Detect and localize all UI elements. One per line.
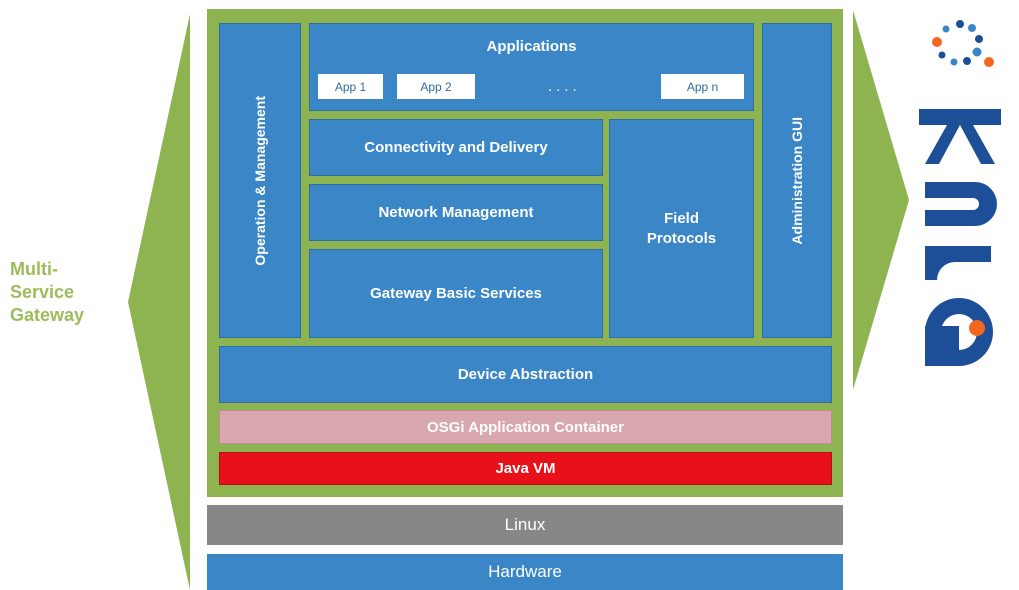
field-protocols-block: Field Protocols <box>609 119 754 338</box>
field-protocols-line-1: Field <box>663 209 699 227</box>
osgi-container-block: OSGi Application Container <box>219 410 832 444</box>
apps-ellipsis: .... <box>548 78 581 95</box>
network-management-block: Network Management <box>309 184 603 241</box>
app-1-box: App 1 <box>318 74 383 99</box>
field-protocols-line-2: Protocols <box>646 229 717 247</box>
right-chevron-arrow <box>853 10 909 390</box>
connectivity-delivery-block: Connectivity and Delivery <box>309 119 603 176</box>
gateway-basic-services-block: Gateway Basic Services <box>309 249 603 338</box>
side-label-line-1: Multi- <box>10 259 58 279</box>
kura-letter-u <box>925 182 997 226</box>
left-chevron-arrow <box>128 14 190 590</box>
java-vm-block: Java VM <box>219 452 832 485</box>
device-abstraction-block: Device Abstraction <box>219 346 832 403</box>
app-2-box: App 2 <box>397 74 475 99</box>
kura-letter-r <box>925 246 991 280</box>
kura-logo <box>919 20 1001 366</box>
linux-block: Linux <box>207 505 843 545</box>
operation-management-block: Operation & Management <box>219 23 301 338</box>
side-label-line-2: Service <box>10 282 75 302</box>
operation-management-label: Operation & Management <box>252 95 268 266</box>
hardware-block: Hardware <box>207 554 843 590</box>
kura-dot-ring-icon <box>932 20 994 67</box>
administration-gui-block: Administration GUI <box>762 23 832 338</box>
app-n-box: App n <box>661 74 744 99</box>
side-label-line-3: Gateway <box>10 305 85 325</box>
multi-service-gateway-label: Multi- Service Gateway <box>10 258 120 327</box>
kura-letter-k <box>919 109 1001 164</box>
administration-gui-label: Administration GUI <box>789 116 805 245</box>
applications-title: Applications <box>486 38 577 55</box>
kura-orange-dot-icon <box>969 320 985 336</box>
